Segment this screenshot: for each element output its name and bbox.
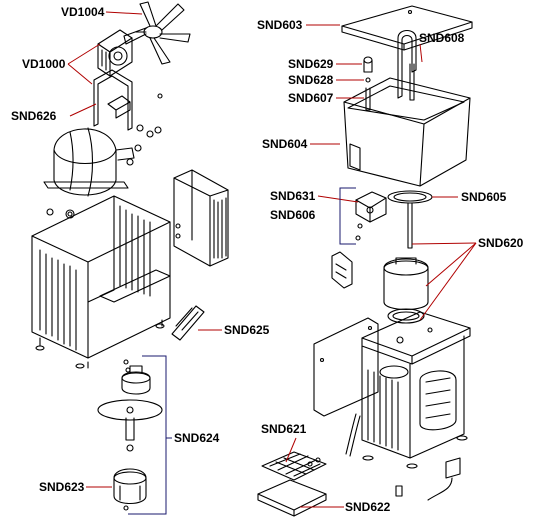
fan-bracket [93, 69, 163, 138]
label-snd623: SND623 [39, 480, 85, 494]
left-cabinet-frame [31, 195, 171, 369]
leader-lines [67, 11, 477, 508]
label-snd624: SND624 [174, 431, 220, 445]
power-cable [395, 457, 461, 501]
label-vd1000: VD1000 [22, 57, 66, 71]
bowl [343, 77, 471, 187]
label-snd628: SND628 [288, 73, 334, 87]
label-snd620: SND620 [478, 236, 524, 250]
evaporator-cylinder [383, 257, 429, 324]
label-snd631: SND631 [270, 189, 316, 203]
compressor [43, 127, 142, 219]
label-snd625: SND625 [224, 323, 270, 337]
label-snd607: SND607 [288, 91, 334, 105]
drain-tube [345, 413, 361, 457]
tray-grill [261, 451, 327, 481]
gear-motor [113, 468, 147, 511]
drive-assembly [97, 359, 163, 452]
label-snd603: SND603 [257, 18, 303, 32]
auger-bracket [355, 191, 387, 241]
bowl-lid [341, 5, 473, 51]
label-snd622: SND622 [345, 500, 391, 514]
label-snd606: SND606 [270, 208, 316, 222]
label-snd626: SND626 [11, 109, 57, 123]
label-snd608: SND608 [419, 31, 465, 45]
condenser [173, 169, 229, 267]
label-snd629: SND629 [288, 57, 334, 71]
label-snd604: SND604 [262, 137, 308, 151]
filter-drier [171, 305, 205, 341]
label-snd605: SND605 [461, 190, 507, 204]
right-machine-base [361, 311, 471, 469]
group-brackets [128, 187, 356, 515]
fan-blade [123, 1, 191, 65]
label-vd1004: VD1004 [61, 5, 105, 19]
fan-motor [97, 29, 133, 77]
clip-bracket [331, 251, 353, 289]
spout-parts [363, 29, 417, 111]
auger-disc [387, 190, 433, 249]
side-panel [313, 317, 379, 417]
label-snd621: SND621 [261, 422, 307, 436]
drip-tray [257, 479, 327, 517]
